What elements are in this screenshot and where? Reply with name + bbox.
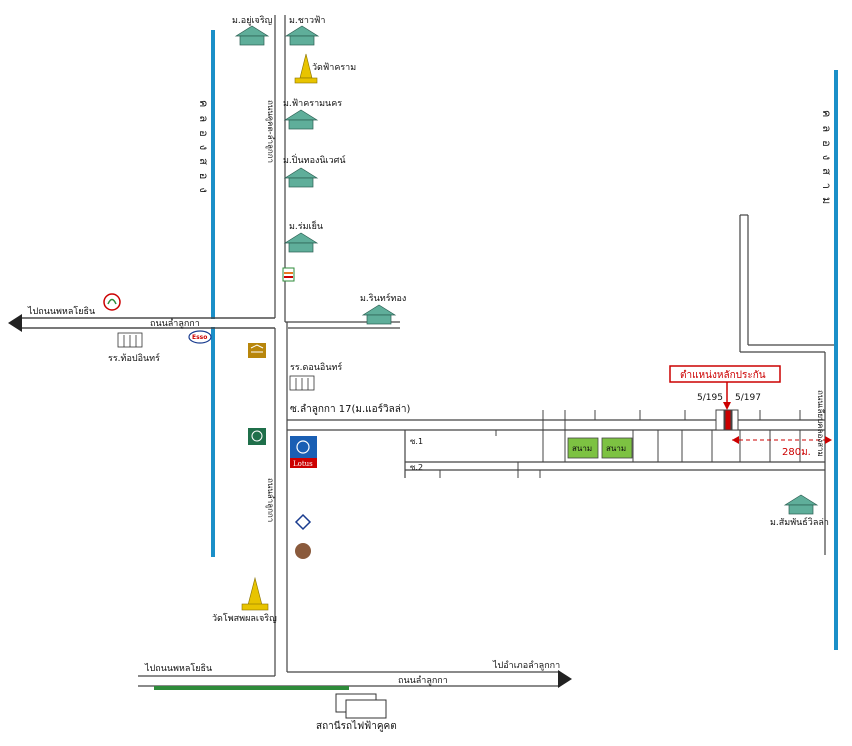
road-lamlukka-lower-label: ถนนลำลูกกา [398,675,448,686]
place-school-donin: รร.ดอนอินทร์ [290,361,342,373]
canal-right-label: คลองสาม [820,110,833,212]
arrow-left-upper [8,314,22,332]
school-icon-thopinthorn [117,332,143,348]
bank-icon-kbank [103,293,121,311]
field-1 [567,437,599,459]
bank-icon-brown [248,343,266,358]
field-2 [601,437,633,459]
place-chaofa: ม.ชาวฟ้า [289,15,325,26]
station-icon [335,693,387,719]
target-plot-right [731,409,739,431]
target-label-box [669,365,781,383]
target-distance: 280ม. [782,447,811,458]
to-phahonyothin-upper-label: ไปถนนพหลโยธิน [27,306,95,317]
road-lamlukka-upper-label: ถนนลำลูกกา [150,318,200,329]
house-icon-rinthong [361,304,397,325]
house-icon-romyen [283,232,319,253]
road-soi17 [287,419,825,478]
road-right-canal-label: ถนนเลียบคลองสาม [816,390,825,457]
road-vertical-south-label: ถนนลำลูกกา [265,478,275,522]
canal-left [211,30,215,557]
lotus-label: Lotus [293,460,313,468]
house-icon-samphan [783,494,819,515]
place-wat-phosphon: วัดโพสพผลเจริญ [212,613,277,624]
field-1-label: สนาม [572,444,592,453]
place-fakhram-nakhon: ม.ฟ้าครามนคร [283,98,342,109]
road-lamlukka-lower [138,671,560,687]
bank-icon-green [248,428,266,445]
place-station: สถานีรถไฟฟ้าคูคต [316,720,397,732]
field-2-label: สนาม [606,444,626,453]
place-pinthong: ม.ปิ่นทองนิเวศน์ [283,153,346,166]
soi2-label: ซ.2 [410,463,423,472]
place-yucharoen: ม.อยู่เจริญ [232,15,273,26]
target-title: ตำแหน่งหลักประกัน [680,370,766,381]
lotus-icon [290,436,317,468]
bank-icon-krungsri [295,543,311,559]
temple-icon-fakhram [294,53,318,84]
school-icon-donin [289,375,315,391]
bank-icon-bbl [294,513,312,531]
target-plot-red [724,409,732,431]
road-vertical-north-label: ถนนคูคต-ลำลูกกา [265,100,275,163]
place-wat-fakhram: วัดฟ้าคราม [312,62,356,73]
place-school-thopinthorn: รร.ท้อปอินทร์ [108,352,160,364]
place-rinthong: ม.รินทร์ทอง [360,292,406,304]
to-lamlukka-district-label: ไปอำเภอลำลูกกา [492,660,560,671]
esso-label: Esso [192,334,207,341]
rail-line [154,686,349,690]
to-phahonyothin-lower-label: ไปถนนพหลโยธิน [144,663,212,674]
target-house-left: 5/195 [697,393,723,403]
canal-left-label: คลองสอง [197,100,210,201]
soi17-label: ซ.ลำลูกกา 17(ม.แอร์วิลล่า) [290,403,410,415]
arrow-right-lower [558,670,572,688]
temple-icon-phosphon [241,576,269,611]
soi1-label: ซ.1 [410,437,423,446]
house-icon-fakhram-nakhon [283,109,319,130]
house-icon-yucharoen [234,25,270,46]
soi-cross-streets [439,410,801,478]
house-icon-pinthong [283,167,319,188]
target-house-right: 5/197 [735,393,761,403]
seven-eleven-icon [282,267,295,282]
place-romyen: ม.ร่มเย็น [289,219,323,232]
place-samphan: ม.สัมพันธ์วิลล่า [770,516,829,528]
canal-right [834,70,838,650]
esso-icon [188,330,212,344]
road-right-canal [739,214,834,555]
target-plot-left [715,409,725,431]
house-icon-chaofa [284,25,320,46]
